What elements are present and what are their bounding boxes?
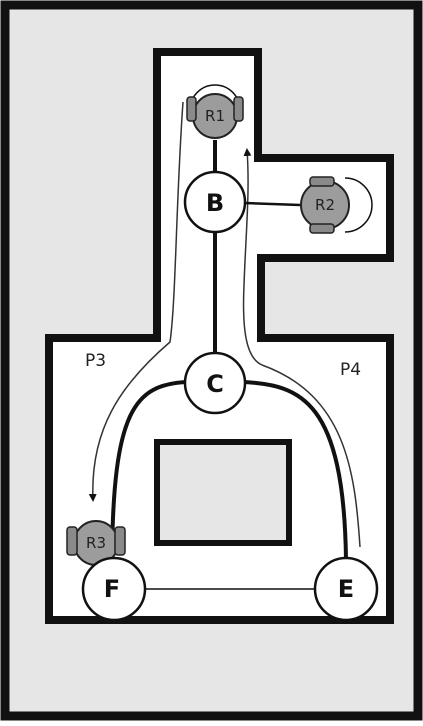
robot-r2: R2 — [300, 176, 373, 234]
path-p4-curve — [242, 148, 361, 548]
central-obstacle — [154, 439, 292, 546]
robot-r3-label: R3 — [86, 534, 106, 552]
node-e: E — [313, 556, 379, 622]
node-f: F — [81, 556, 147, 622]
path-label-p3: P3 — [85, 351, 106, 371]
robot-r1: R1 — [186, 84, 244, 139]
node-b: B — [183, 170, 247, 234]
node-f-label: F — [104, 575, 120, 603]
node-c: C — [183, 351, 247, 415]
edge-b-r2 — [244, 201, 301, 207]
node-e-label: E — [338, 575, 354, 603]
path-p3-curve — [88, 101, 184, 502]
node-b-label: B — [206, 189, 224, 217]
robot-r2-label: R2 — [315, 196, 335, 214]
path-label-p4: P4 — [340, 360, 361, 380]
robot-r1-label: R1 — [205, 107, 225, 125]
edge-c-e — [243, 380, 348, 561]
node-c-label: C — [206, 370, 224, 398]
edge-c-f — [110, 380, 187, 561]
